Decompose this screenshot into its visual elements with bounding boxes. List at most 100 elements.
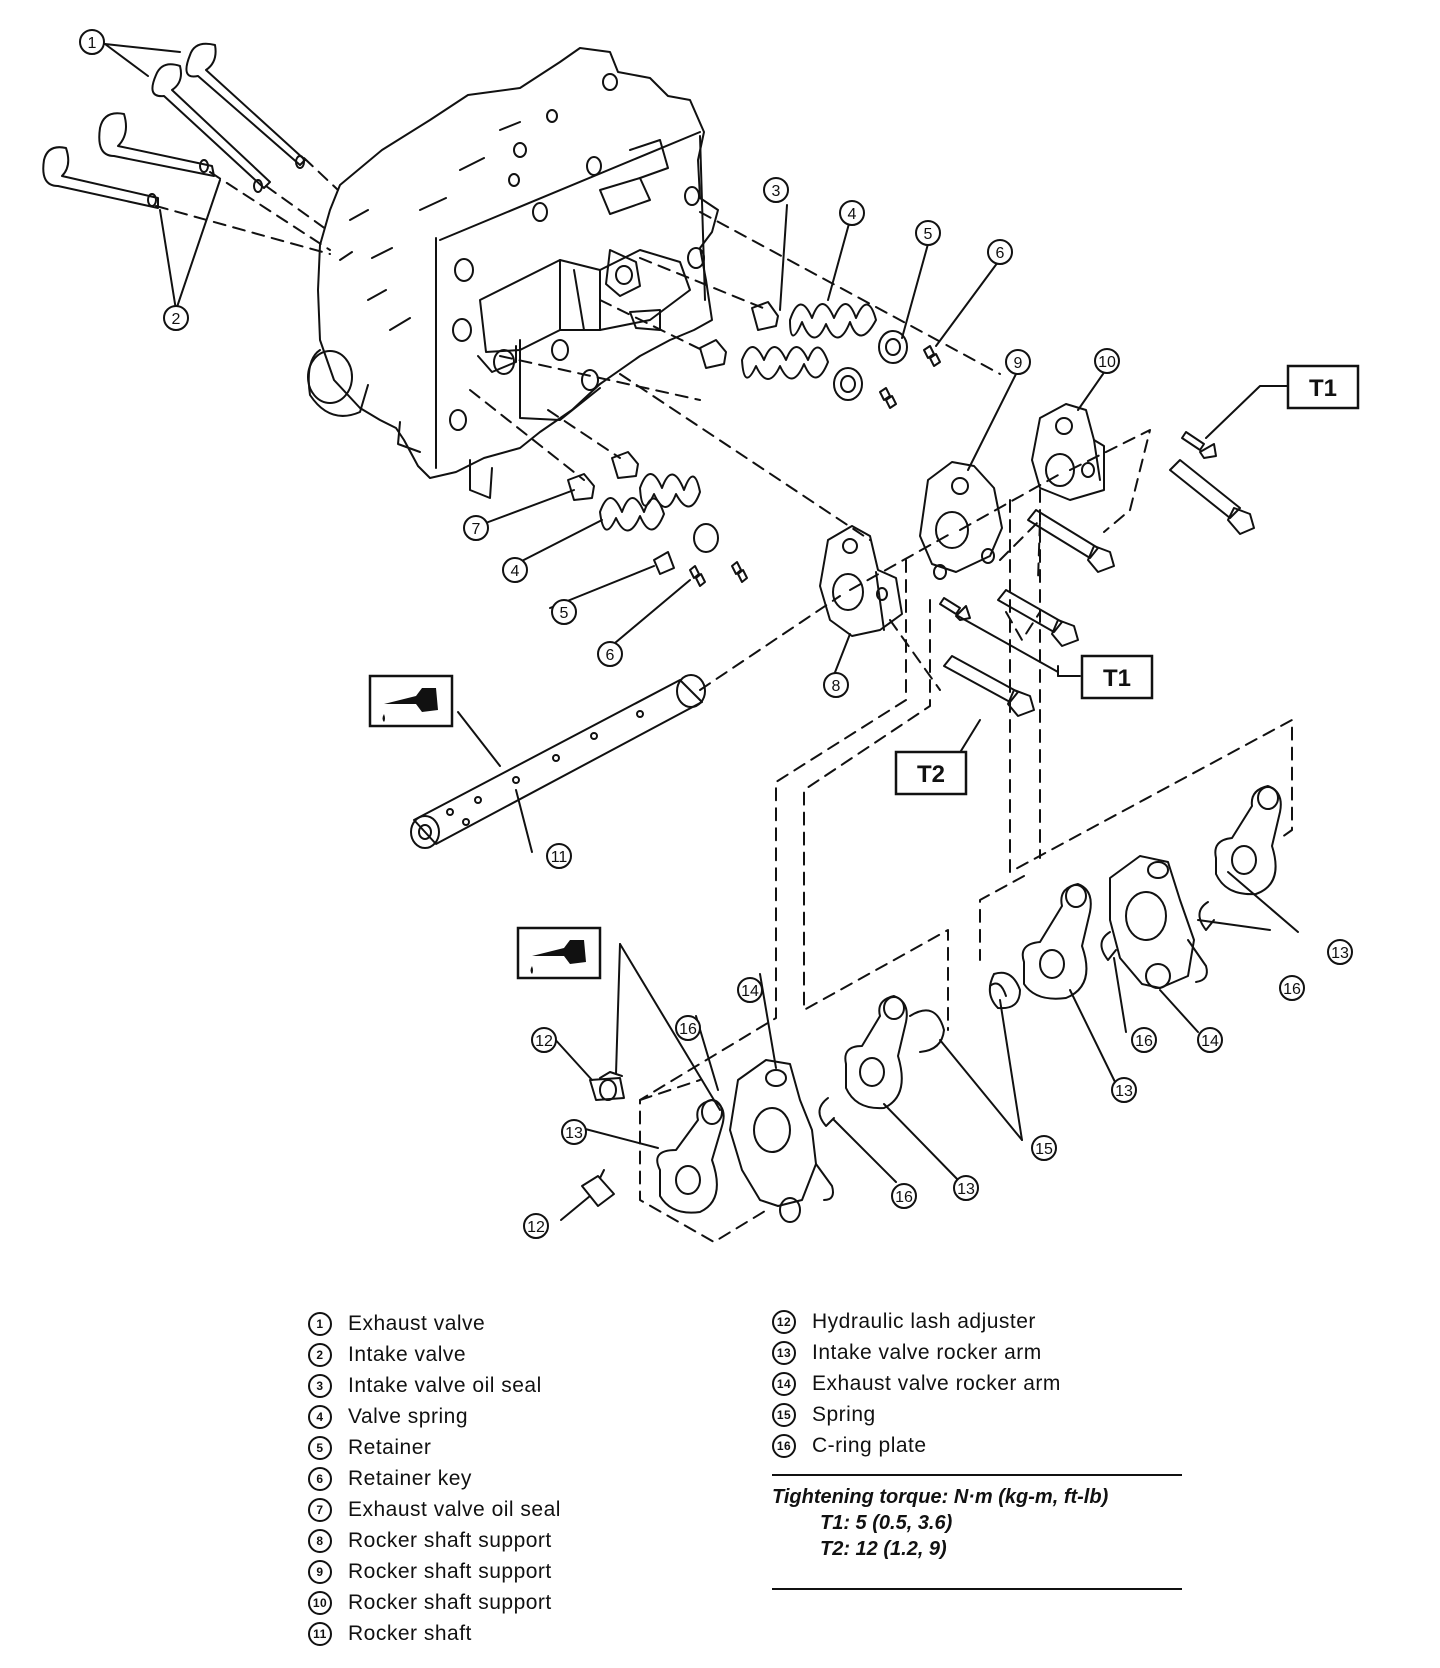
legend-label: Spring (812, 1402, 876, 1426)
legend-number: 10 (308, 1590, 332, 1615)
rocker-arm-13-right (1021, 883, 1092, 1000)
torque-label-t1-upper: T1 (1286, 364, 1360, 410)
legend-label: Rocker shaft support (348, 1559, 552, 1583)
intake-valves (42, 112, 305, 209)
svg-text:12: 12 (535, 1033, 553, 1050)
svg-text:4: 4 (511, 563, 520, 580)
legend-item: 5 Retainer (308, 1432, 561, 1463)
callouts: 1 2 3 4 5 6 9 10 7 4 5 6 8 11 13 16 14 1… (79, 29, 1353, 1239)
rocker-arm-13-lower-left (656, 1099, 725, 1214)
callout-16-lower-left: 16 (675, 1015, 701, 1041)
legend-number: 6 (308, 1466, 332, 1491)
svg-text:16: 16 (679, 1021, 697, 1038)
legend-label: Rocker shaft (348, 1621, 472, 1645)
legend-number: 5 (308, 1435, 332, 1460)
legend-item: 15 Spring (772, 1399, 1061, 1430)
upper-valve-springs (629, 301, 941, 409)
legend-label: Exhaust valve rocker arm (812, 1371, 1061, 1395)
legend-number: 11 (308, 1621, 332, 1646)
svg-text:6: 6 (996, 245, 1005, 262)
legend-item: 6 Retainer key (308, 1463, 561, 1494)
legend-number: 9 (308, 1559, 332, 1584)
svg-text:13: 13 (565, 1125, 583, 1142)
legend-number: 14 (772, 1371, 796, 1396)
svg-text:T1: T1 (1309, 375, 1337, 402)
svg-text:6: 6 (606, 647, 615, 664)
legend-item: 7 Exhaust valve oil seal (308, 1494, 561, 1525)
legend-item: 10 Rocker shaft support (308, 1587, 561, 1618)
svg-text:5: 5 (560, 605, 569, 622)
rocker-shaft-support-10 (1031, 403, 1105, 501)
svg-text:T2: T2 (917, 761, 945, 788)
svg-text:16: 16 (895, 1189, 913, 1206)
rocker-arm-14-lower (729, 1059, 834, 1223)
legend-label: Hydraulic lash adjuster (812, 1309, 1036, 1333)
callout-5-lower: 5 (551, 599, 577, 625)
leader-lines (104, 43, 1299, 1221)
callout-6-lower: 6 (597, 641, 623, 667)
rocker-arm-13-lower-middle (844, 995, 945, 1110)
rocker-shaft-support-8 (819, 525, 903, 637)
callout-15: 15 (1031, 1135, 1057, 1161)
legend-number: 15 (772, 1402, 796, 1427)
exhaust-valves (151, 42, 306, 189)
rocker-shaft (410, 674, 706, 849)
callout-2: 2 (163, 305, 189, 331)
legend-label: Exhaust valve oil seal (348, 1497, 561, 1521)
torque-title: Tightening torque: N·m (kg-m, ft-lb) (772, 1486, 1109, 1508)
legend-number: 13 (772, 1340, 796, 1365)
rocker-arm-13-far-right (1214, 785, 1282, 896)
legend-number: 1 (308, 1311, 332, 1336)
legend-label: Rocker shaft support (348, 1590, 552, 1614)
svg-text:14: 14 (741, 983, 759, 1000)
callout-13-lower-middle: 13 (953, 1175, 979, 1201)
legend-label: Rocker shaft support (348, 1528, 552, 1552)
svg-text:9: 9 (1014, 355, 1023, 372)
legend-label: Intake valve (348, 1342, 467, 1366)
legend-item: 1 Exhaust valve (308, 1308, 561, 1339)
torque-label-t1-lower: T1 (1080, 654, 1154, 700)
callout-4: 4 (839, 200, 865, 226)
callout-11: 11 (546, 843, 572, 869)
legend-number: 16 (772, 1433, 796, 1458)
lash-adjusters (581, 1071, 625, 1207)
callout-6: 6 (987, 239, 1013, 265)
svg-text:13: 13 (1331, 945, 1349, 962)
callout-14-right: 14 (1197, 1027, 1223, 1053)
svg-text:16: 16 (1135, 1033, 1153, 1050)
callout-13-far-right: 13 (1327, 939, 1353, 965)
legend-item: 14 Exhaust valve rocker arm (772, 1368, 1061, 1399)
legend-label: Retainer key (348, 1466, 472, 1490)
legend-label: Retainer (348, 1435, 432, 1459)
svg-text:12: 12 (527, 1219, 545, 1236)
valve-guide-lines (155, 157, 339, 255)
svg-text:7: 7 (472, 521, 481, 538)
callout-4-lower: 4 (502, 557, 528, 583)
svg-text:5: 5 (924, 226, 933, 243)
callout-10: 10 (1094, 348, 1120, 374)
cylinder-head (307, 47, 719, 499)
svg-text:4: 4 (848, 206, 857, 223)
svg-text:3: 3 (772, 183, 781, 200)
legend-item: 9 Rocker shaft support (308, 1556, 561, 1587)
springs-15 (988, 971, 1021, 1010)
callout-16-lower: 16 (891, 1183, 917, 1209)
callout-12-lower: 12 (523, 1213, 549, 1239)
callout-7: 7 (463, 515, 489, 541)
callout-9: 9 (1005, 349, 1031, 375)
legend-number: 7 (308, 1497, 332, 1522)
callout-14-lower: 14 (737, 977, 763, 1003)
svg-text:10: 10 (1098, 354, 1116, 371)
callout-13-right: 13 (1111, 1077, 1137, 1103)
rocker-arm-14-right (1109, 855, 1208, 989)
torque-t2: T2: 12 (1.2, 9) (820, 1538, 947, 1560)
legend-label: Exhaust valve (348, 1311, 486, 1335)
legend-item: 11 Rocker shaft (308, 1618, 561, 1649)
legend-number: 4 (308, 1404, 332, 1429)
